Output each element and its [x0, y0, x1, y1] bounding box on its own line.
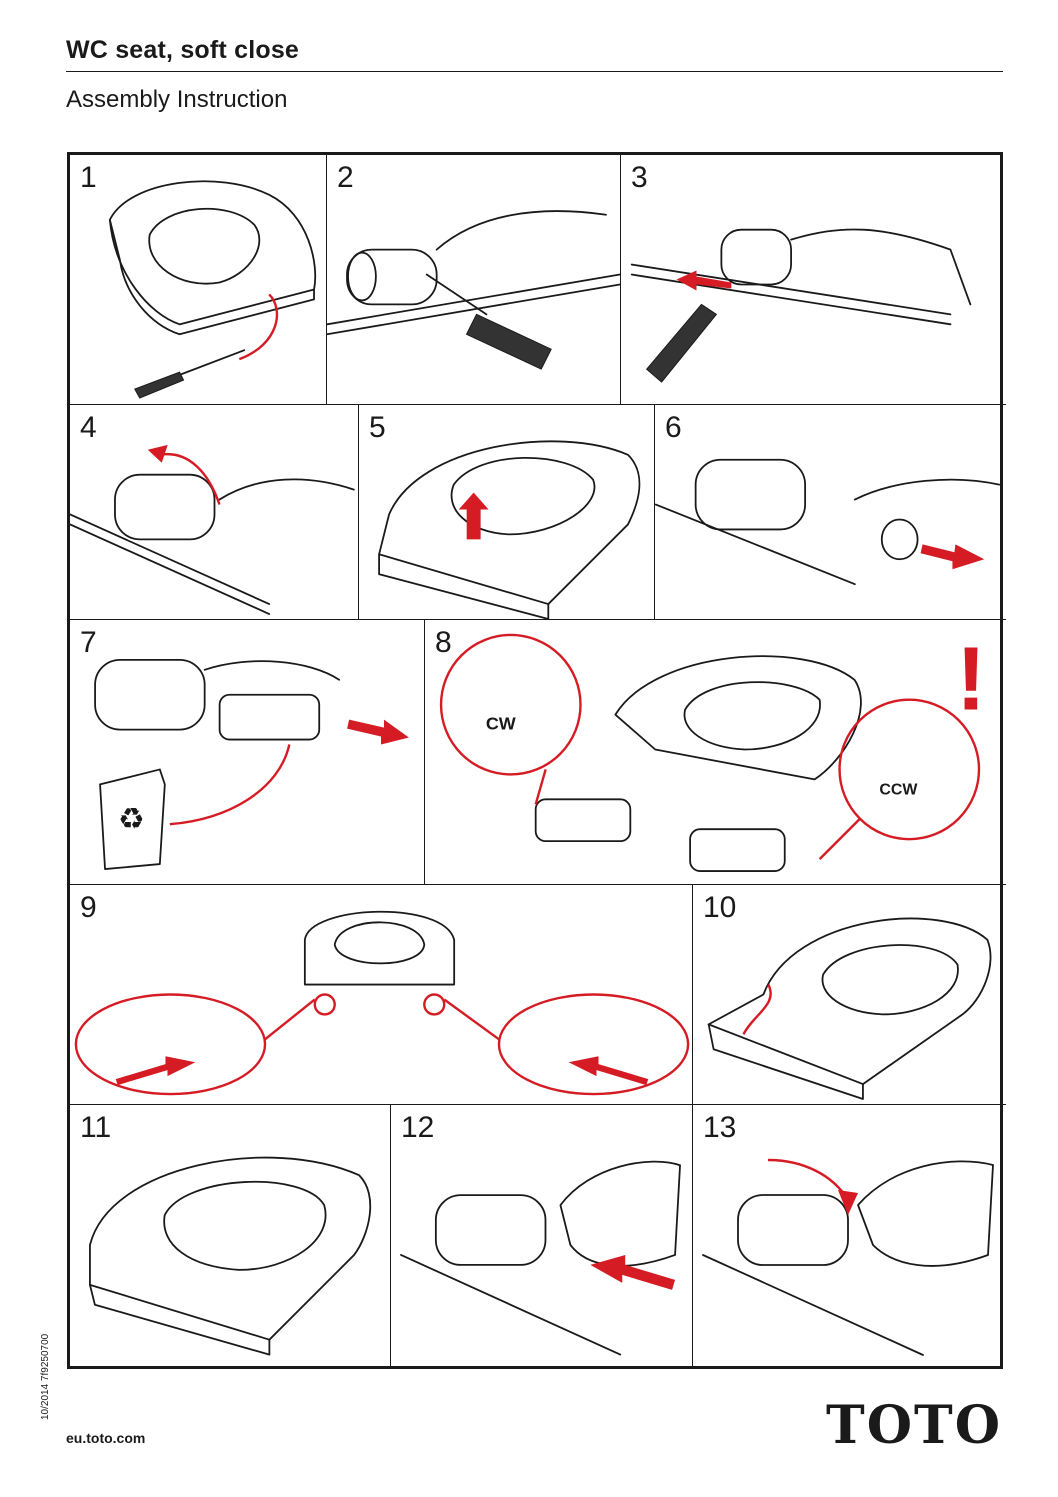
step-panel-11: 11	[70, 1105, 391, 1369]
damper-discard-illustration: ♻	[94, 658, 409, 870]
step-number: 11	[80, 1111, 112, 1144]
cap-lock-illustration	[702, 1158, 994, 1356]
step-number: 10	[703, 891, 737, 924]
step-panel-7: 7 ♻	[70, 620, 425, 885]
step-panel-3: 3	[621, 155, 1006, 405]
step-number: 5	[369, 411, 386, 444]
step-number: 12	[401, 1111, 435, 1144]
toto-logo: TOTO	[826, 1395, 1002, 1456]
cap-rotate-illustration	[70, 444, 355, 615]
step-number: 6	[665, 411, 682, 444]
step-panel-13: 13	[693, 1105, 1006, 1369]
step-panel-12: 12	[391, 1105, 693, 1369]
step-panel-2: 2	[327, 155, 621, 405]
step-number: 13	[703, 1111, 737, 1144]
step-number: 2	[337, 161, 354, 194]
cw-label: CW	[486, 714, 516, 734]
page-subtitle: Assembly Instruction	[66, 86, 288, 113]
step-panel-5: 5	[359, 405, 655, 620]
step-number: 3	[631, 161, 648, 194]
damper-direction-illustration: CW CCW !	[439, 630, 986, 872]
seat-lower-illustration	[707, 917, 992, 1100]
step-panel-10: 10	[693, 885, 1006, 1105]
hinge-slide-illustration	[630, 228, 972, 383]
step-number: 1	[80, 161, 97, 194]
step-panel-8: 8 CW CCW !	[425, 620, 1006, 885]
cap-remove-illustration	[655, 458, 1001, 586]
press-cap-illustration	[400, 1160, 681, 1356]
seat-lift-illustration	[378, 440, 641, 619]
page-title: WC seat, soft close	[66, 36, 300, 64]
step-panel-4: 4	[70, 405, 359, 620]
seat-closed-illustration	[89, 1156, 372, 1356]
step-number: 8	[435, 626, 452, 659]
instruction-grid: 1 2 3 4	[67, 152, 1006, 1369]
damper-insert-illustration	[74, 910, 690, 1096]
website-link[interactable]: eu.toto.com	[66, 1430, 146, 1446]
step-number: 4	[80, 411, 97, 444]
step-number: 9	[80, 891, 97, 924]
svg-text:♻: ♻	[118, 802, 145, 837]
step-panel-1: 1	[70, 155, 327, 405]
step-panel-6: 6	[655, 405, 1006, 620]
step-panel-9: 9	[70, 885, 693, 1105]
warning-mark: !	[956, 630, 986, 730]
ccw-label: CCW	[879, 781, 918, 798]
step-number: 7	[80, 626, 97, 659]
hinge-screwdriver-illustration	[327, 210, 620, 370]
title-rule	[66, 71, 1003, 72]
seat-flip-illustration	[108, 180, 317, 399]
document-code: 10/2014 7f9250700	[40, 1333, 51, 1420]
